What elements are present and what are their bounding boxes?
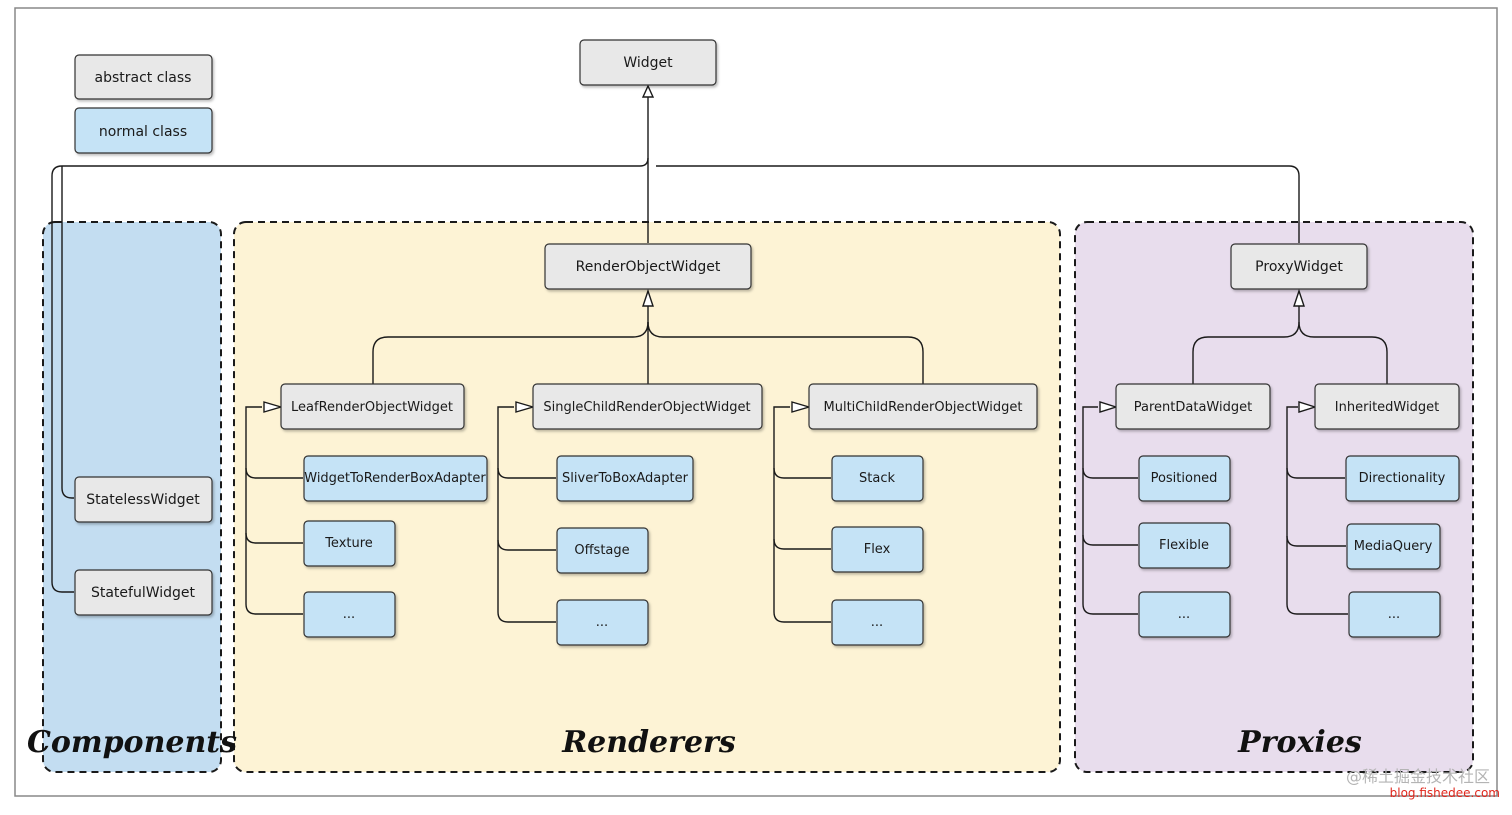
stateful-widget-node: [74, 569, 213, 616]
legend-normal-label: normal class: [99, 124, 187, 140]
arrow-to-parentdata: [1099, 401, 1119, 413]
inherited-widget-node: [1314, 383, 1460, 430]
media-query-node: [1346, 523, 1441, 570]
edge-leaf-trunk: [245, 406, 303, 615]
arrow-to-proxy-widget: [1293, 288, 1305, 307]
edge-parentdata-trunk: [1082, 406, 1138, 615]
renderers-title: Renderers: [561, 725, 736, 760]
flexible-node: [1138, 522, 1231, 569]
edge-inherited-trunk: [1286, 406, 1348, 615]
edge-proxy-parent: [1192, 321, 1300, 384]
arrow-to-leaf: [263, 401, 284, 413]
offstage-node: [556, 527, 649, 574]
single-child-render-object-widget-label: SingleChildRenderObjectWidget: [543, 400, 750, 415]
leaf-render-object-widget-label: LeafRenderObjectWidget: [291, 400, 453, 415]
edge-widget-proxy: [656, 165, 1300, 243]
flexible-label: Flexible: [1159, 538, 1209, 553]
edge-render-multi: [647, 321, 924, 384]
inherited-more-node: [1348, 591, 1441, 638]
inherited-more-label: ...: [1388, 607, 1400, 622]
arrow-to-inherited: [1298, 401, 1318, 413]
leaf-more-label: ...: [343, 607, 355, 622]
texture-label: Texture: [324, 536, 373, 551]
sliver-to-box-adapter-node: [556, 455, 694, 502]
single-child-render-object-widget-node: [532, 383, 763, 430]
legend: abstract class normal class: [74, 54, 213, 154]
stack-label: Stack: [859, 471, 895, 486]
watermark-text: @稀土掘金技术社区: [1346, 767, 1490, 786]
arrow-to-widget: [641, 84, 655, 98]
legend-abstract-box: [74, 54, 213, 100]
widget-to-render-box-adapter-label: WidgetToRenderBoxAdapter: [304, 471, 486, 486]
render-object-widget-label: RenderObjectWidget: [576, 259, 721, 275]
parent-data-widget-node: [1115, 383, 1271, 430]
abstract-nodes: Widget RenderObjectWidget ProxyWidget St…: [74, 39, 1460, 616]
positioned-node: [1138, 455, 1231, 502]
widget-label: Widget: [623, 55, 673, 71]
stack-node: [831, 455, 924, 502]
media-query-label: MediaQuery: [1354, 539, 1433, 554]
watermark-url: blog.fishedee.com: [1390, 786, 1500, 800]
multi-more-node: [831, 599, 924, 646]
offstage-label: Offstage: [574, 543, 629, 558]
edge-render-leaf: [372, 321, 649, 384]
multi-more-label: ...: [871, 615, 883, 630]
sliver-to-box-adapter-label: SliverToBoxAdapter: [562, 471, 689, 486]
leaf-render-object-widget-node: [280, 383, 465, 430]
edge-multi-trunk: [773, 406, 831, 623]
edge-single-trunk: [497, 406, 556, 623]
legend-normal-box: [74, 107, 213, 154]
stateful-widget-label: StatefulWidget: [91, 585, 196, 601]
multi-child-render-object-widget-label: MultiChildRenderObjectWidget: [824, 400, 1023, 415]
edge-proxy-inherited: [1298, 321, 1388, 384]
widget-to-render-box-adapter-node: [303, 455, 488, 502]
widget-node: [579, 39, 717, 86]
edge-widget-stateless: [61, 166, 74, 499]
parent-more-label: ...: [1178, 607, 1190, 622]
render-object-widget-node: [544, 243, 752, 290]
connectors: [51, 96, 1388, 623]
normal-nodes: WidgetToRenderBoxAdapter Texture ... Sli…: [303, 455, 1460, 646]
arrow-to-render-object-widget: [642, 288, 654, 307]
directionality-node: [1345, 455, 1460, 502]
inherited-widget-label: InheritedWidget: [1335, 400, 1439, 415]
proxies-title: Proxies: [1237, 725, 1362, 760]
parent-data-widget-label: ParentDataWidget: [1134, 400, 1252, 415]
edge-widget-stateful: [51, 157, 649, 593]
texture-node: [303, 520, 396, 567]
proxy-widget-node: [1230, 243, 1368, 290]
stateless-widget-node: [74, 476, 213, 523]
leaf-more-node: [303, 591, 396, 638]
positioned-label: Positioned: [1151, 471, 1218, 486]
arrow-to-multi: [791, 401, 812, 413]
single-more-label: ...: [596, 615, 608, 630]
components-title: Components: [27, 725, 237, 760]
arrowheads: [263, 84, 1318, 413]
single-more-node: [556, 599, 649, 646]
flex-label: Flex: [864, 542, 891, 557]
multi-child-render-object-widget-node: [808, 383, 1038, 430]
legend-abstract-label: abstract class: [95, 70, 192, 86]
arrow-to-single: [515, 401, 536, 413]
flex-node: [831, 526, 924, 573]
parent-more-node: [1138, 591, 1231, 638]
proxy-widget-label: ProxyWidget: [1255, 259, 1343, 275]
directionality-label: Directionality: [1359, 471, 1446, 486]
stateless-widget-label: StatelessWidget: [86, 492, 200, 508]
